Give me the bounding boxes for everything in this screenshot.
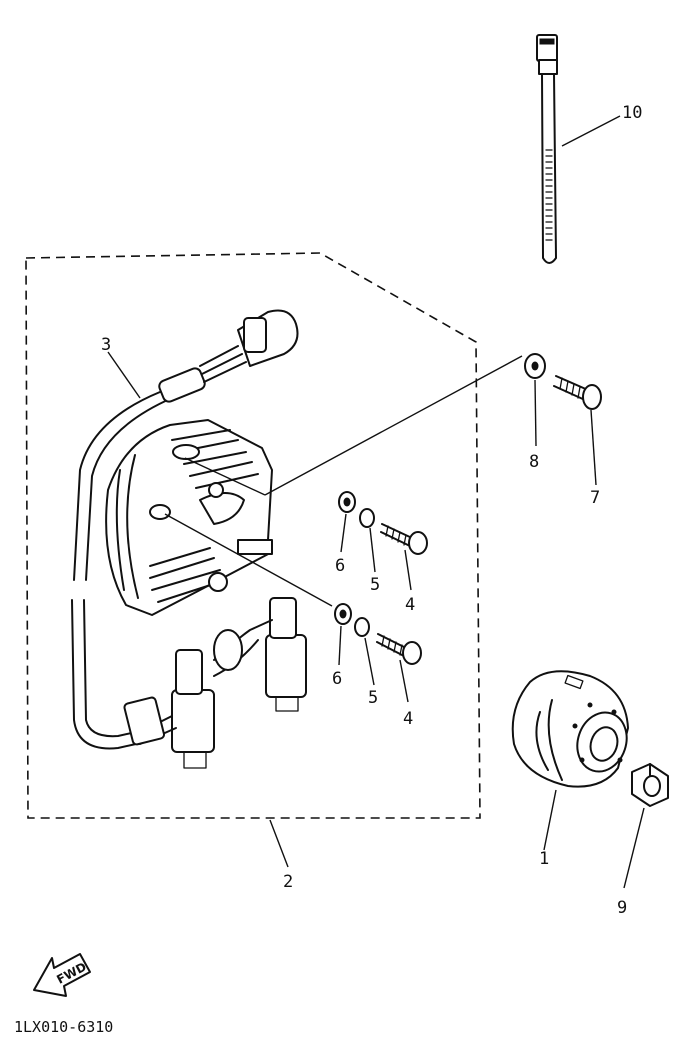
wire-harness-part	[71, 309, 299, 750]
assembly-boundary	[25, 252, 481, 819]
callout-5-upper: 5	[370, 575, 380, 595]
drawing-code: 1LX010-6310	[14, 1018, 113, 1036]
plain-washer-upper	[338, 491, 356, 513]
leader-lines	[107, 115, 645, 889]
stator-part	[105, 419, 307, 769]
screw-upper	[380, 523, 428, 555]
callout-3: 3	[101, 335, 111, 355]
plain-washer-lower	[334, 603, 352, 625]
lock-washer-lower	[354, 617, 370, 637]
bolt-part-7	[553, 375, 602, 410]
callout-7: 7	[590, 488, 600, 508]
washer-part-8	[524, 353, 546, 379]
callout-1: 1	[539, 849, 549, 869]
callout-2: 2	[283, 872, 293, 892]
callout-4-lower: 4	[403, 709, 413, 729]
callout-8: 8	[529, 452, 539, 472]
callout-6-upper: 6	[335, 556, 345, 576]
callout-4-upper: 4	[405, 595, 415, 615]
lock-washer-upper	[359, 508, 375, 528]
nut-part	[631, 763, 669, 807]
callout-6-lower: 6	[332, 669, 342, 689]
flywheel-rotor-part	[511, 670, 629, 788]
screw-lower	[376, 633, 422, 665]
callout-10: 10	[622, 103, 642, 123]
callout-5-lower: 5	[368, 688, 378, 708]
cable-tie-part	[536, 34, 558, 264]
forward-direction-arrow-icon: FWD	[33, 953, 91, 997]
callout-9: 9	[617, 898, 627, 918]
